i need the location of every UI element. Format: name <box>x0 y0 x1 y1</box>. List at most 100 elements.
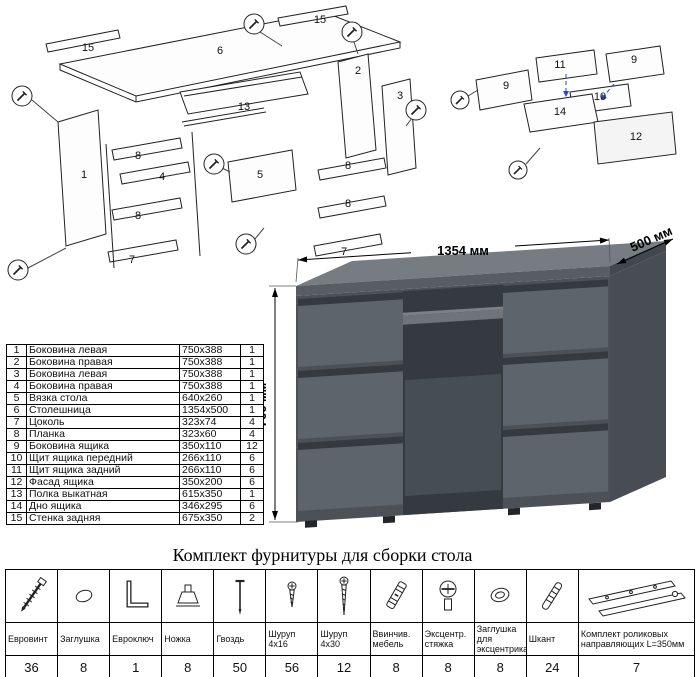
part-name: Боковина правая <box>26 356 180 369</box>
part-size: 323x74 <box>179 416 241 429</box>
threaded-stud-icon <box>386 581 407 610</box>
part-size: 750x388 <box>179 356 241 369</box>
part-size: 266x110 <box>179 464 241 477</box>
part-number-label: 8 <box>345 198 351 210</box>
hardware-label: Комплект роликовых направляющих L=350мм <box>577 622 696 656</box>
part-number-label: 7 <box>341 246 347 258</box>
part-size: 750x388 <box>179 344 241 357</box>
hardware-callouts <box>7 13 427 281</box>
part-number-label: 10 <box>594 91 606 103</box>
part-qty: 6 <box>240 464 264 477</box>
part-qty: 1 <box>240 380 264 393</box>
part-qty: 1 <box>240 356 264 369</box>
main-exploded-diagram: 15 15 6 2 3 1 13 8 4 8 7 5 8 8 7 <box>7 5 427 281</box>
part-num: 8 <box>6 428 27 441</box>
hardware-label: Шуруп 4х30 <box>317 622 371 656</box>
desk-top <box>296 241 666 296</box>
part-size: 675x350 <box>179 512 241 525</box>
width-dimension <box>295 237 611 283</box>
hardware-qty: 8 <box>473 655 527 677</box>
hardware-qty: 24 <box>525 655 579 677</box>
part-qty: 1 <box>240 488 264 501</box>
part-num: 12 <box>6 476 27 489</box>
hardware-kit-title: Комплект фурнитуры для сборки стола <box>172 545 473 565</box>
cam-lock-icon <box>439 580 457 611</box>
hardware-label: Шкант <box>525 622 579 656</box>
hardware-label: Заглушка <box>57 622 111 656</box>
part-qty: 4 <box>240 428 264 441</box>
part-qty: 6 <box>240 476 264 489</box>
part-size: 350x200 <box>179 476 241 489</box>
part-name: Стенка задняя <box>26 512 180 525</box>
part-name: Планка <box>26 428 180 441</box>
part-num: 10 <box>6 452 27 465</box>
part-name: Вязка стола <box>26 392 180 405</box>
part-size: 350x110 <box>179 440 241 453</box>
hardware-label-row: Евровинт Заглушка Евроключ Ножка Гвоздь … <box>4 622 696 656</box>
hardware-qty-row: 36 8 1 8 50 56 12 8 8 8 24 7 <box>4 655 696 677</box>
part-qty: 2 <box>240 512 264 525</box>
screw-4x30-icon <box>339 576 349 616</box>
part-size: 1354x500 <box>179 404 241 417</box>
part-number-label: 12 <box>630 131 642 143</box>
hardware-qty: 8 <box>57 655 111 677</box>
part-qty: 1 <box>240 344 264 357</box>
part-name: Щит ящика задний <box>26 464 180 477</box>
depth-dimension <box>616 238 674 265</box>
hardware-qty: 12 <box>317 655 371 677</box>
back-panel-part <box>45 29 121 53</box>
part-num: 5 <box>6 392 27 405</box>
part-num: 3 <box>6 368 27 381</box>
part-qty: 1 <box>240 368 264 381</box>
part-name: Цоколь <box>26 416 180 429</box>
desk-render: 1354 мм 500 мм 766 мм <box>254 223 675 528</box>
height-dimension <box>269 285 298 523</box>
part-number-label: 15 <box>82 42 94 54</box>
hardware-qty: 8 <box>369 655 423 677</box>
desk-width-label: 1354 мм <box>437 243 489 258</box>
part-number-label: 8 <box>135 150 141 162</box>
part-name: Боковина ящика <box>26 440 180 453</box>
part-number-label: 8 <box>345 160 351 172</box>
hardware-icon-row <box>4 569 696 623</box>
hardware-label: Ввинчив. мебель <box>369 622 423 656</box>
desk-feet <box>305 502 601 528</box>
hardware-qty: 7 <box>577 655 696 677</box>
part-qty: 6 <box>240 452 264 465</box>
hardware-callouts <box>450 89 541 180</box>
part-name: Боковина левая <box>26 344 180 357</box>
part-name: Дно ящика <box>26 500 180 513</box>
part-qty: 4 <box>240 416 264 429</box>
part-qty: 1 <box>240 392 264 405</box>
drawer-exploded-diagram: 9 11 9 10 14 12 <box>450 45 677 180</box>
part-number-label: 3 <box>397 90 403 102</box>
part-size: 346x295 <box>179 500 241 513</box>
part-number-label: 4 <box>159 171 165 183</box>
right-rail-stack <box>313 157 387 257</box>
hardware-label: Ножка <box>161 622 215 656</box>
left-pedestal-drawers <box>298 292 403 511</box>
part-number-label: 6 <box>217 45 223 57</box>
keyboard-tray-part <box>179 71 309 127</box>
part-size: 615x350 <box>179 488 241 501</box>
part-number-label: 9 <box>503 80 509 92</box>
hardware-qty: 56 <box>265 655 319 677</box>
part-num: 9 <box>6 440 27 453</box>
hardware-qty: 36 <box>4 655 59 677</box>
drawer-side-panel-part <box>605 45 665 83</box>
left-rail-stack <box>105 131 201 269</box>
hardware-qty: 1 <box>109 655 163 677</box>
part-number-label: 7 <box>129 254 135 266</box>
part-number-label: 8 <box>135 210 141 222</box>
desk-inner-panel <box>405 374 501 496</box>
part-name: Полка выкатная <box>26 488 180 501</box>
